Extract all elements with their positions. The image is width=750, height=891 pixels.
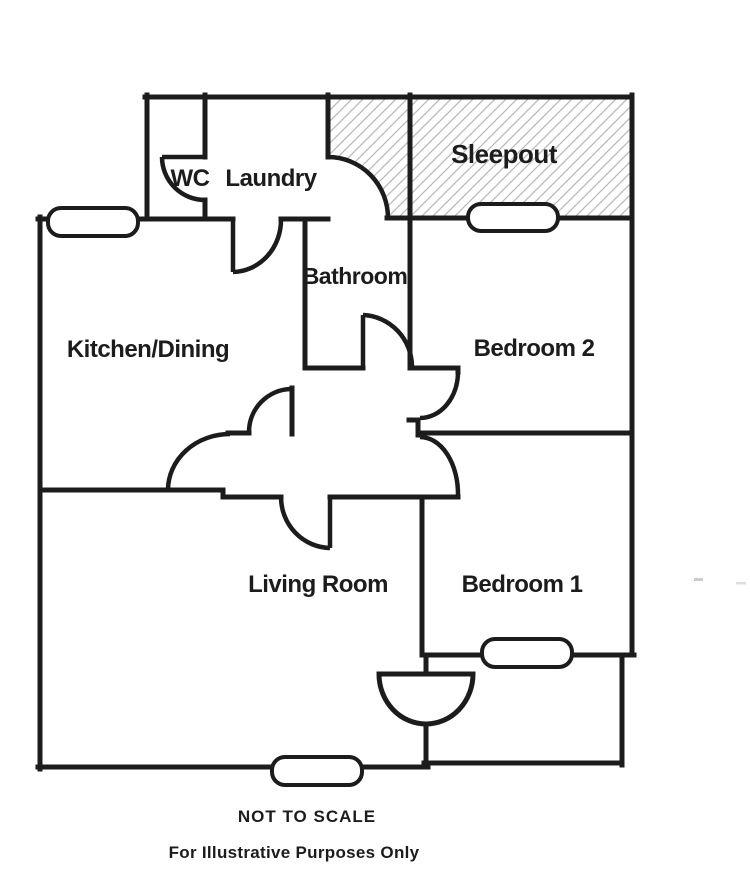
room-label-bathroom: Bathroom [303, 263, 408, 289]
print-artifact [694, 578, 746, 585]
room-label-kitchen-dining: Kitchen/Dining [67, 336, 229, 363]
sleepout-hatched-area [328, 98, 632, 218]
entry-door [376, 671, 476, 727]
room-label-wc: WC [171, 165, 210, 192]
bedroom-1-window [480, 637, 574, 669]
bedroom-2-door [419, 371, 461, 421]
footer-notes: NOT TO SCALE For Illustrative Purposes O… [169, 807, 420, 862]
room-label-bedroom-2: Bedroom 2 [474, 335, 595, 362]
disclaimer-note: For Illustrative Purposes Only [169, 843, 420, 862]
kitchen-hall-doors [165, 386, 292, 491]
room-labels: WC Laundry Sleepout Bathroom Kitchen/Din… [67, 139, 595, 598]
walls [35, 92, 637, 772]
scale-note: NOT TO SCALE [238, 807, 376, 826]
windows [46, 202, 574, 787]
room-label-sleepout: Sleepout [451, 139, 558, 169]
door-arcs [159, 154, 476, 727]
room-label-bedroom-1: Bedroom 1 [462, 571, 583, 598]
room-label-living-room: Living Room [248, 571, 388, 598]
wc-door [159, 154, 206, 203]
bedroom-1-door [419, 434, 461, 496]
sleepout-window [466, 202, 560, 233]
living-room-door [278, 496, 333, 551]
living-room-window [270, 755, 364, 787]
room-label-laundry: Laundry [225, 165, 317, 192]
bathroom-door [360, 312, 415, 368]
sleepout-porch-door [327, 154, 391, 219]
laundry-kitchen-door [230, 219, 284, 275]
kitchen-window [46, 206, 140, 238]
